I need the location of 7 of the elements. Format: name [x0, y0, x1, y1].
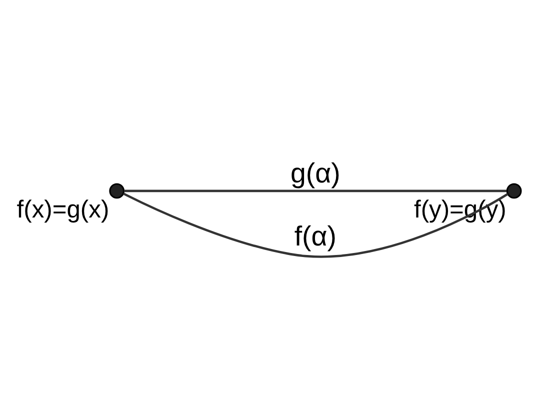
edge-label: f(α): [294, 220, 337, 252]
node-circle: [109, 183, 125, 199]
connector: [124, 190, 507, 192]
connector: [123, 192, 508, 258]
node-label: f(x)=g(x): [16, 196, 110, 224]
edge-label: g(α): [290, 157, 340, 188]
node-circle: [506, 183, 522, 199]
